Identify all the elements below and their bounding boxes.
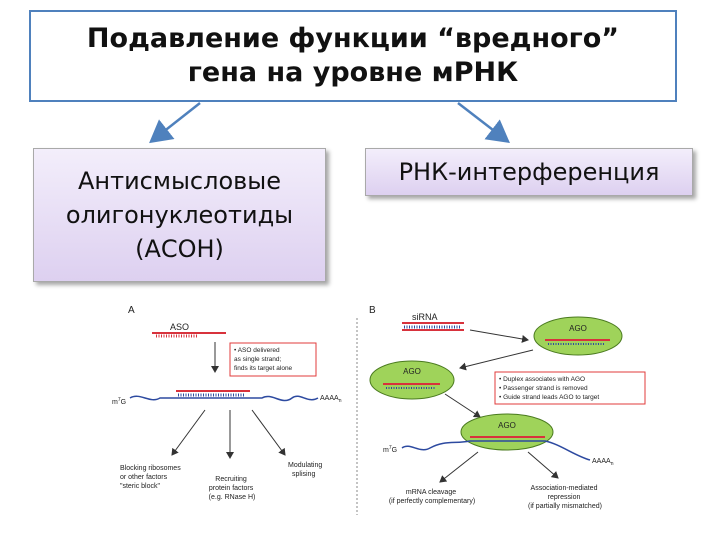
- aso-bound: [176, 391, 250, 395]
- polya-label-a: AAAAn: [320, 395, 342, 404]
- ago-label-1: AGO: [569, 324, 587, 333]
- aso-strand: [152, 333, 226, 336]
- ago-label-3: AGO: [498, 421, 516, 430]
- rnai-note: • Duplex associates with AGO • Passenger…: [499, 376, 599, 401]
- sirna-duplex: [402, 323, 464, 330]
- panel-b-letter: B: [369, 305, 376, 316]
- sirna-to-ago-arrow: [470, 330, 528, 340]
- panel-a-letter: A: [128, 305, 135, 316]
- ago-label-2: AGO: [403, 367, 421, 376]
- outcome-b2: Association-mediated repression (if part…: [528, 485, 602, 510]
- ago2-to-ago3-arrow: [445, 394, 480, 417]
- outcome-arrow-a1: [172, 410, 205, 455]
- mrna-strand-a: [130, 396, 318, 400]
- outcome-a1: Blocking ribosomes or other factors "ste…: [120, 465, 183, 490]
- ago-complex-1: [534, 317, 622, 355]
- cap-label-b: m7G: [383, 445, 397, 454]
- outcome-arrow-b1: [440, 452, 478, 482]
- cap-label-a: m7G: [112, 397, 126, 406]
- outcome-a3: Modulating splising: [288, 462, 324, 478]
- outcome-arrow-a3: [252, 410, 285, 455]
- outcome-b1: mRNA cleavage (if perfectly complementar…: [389, 489, 475, 505]
- ago1-to-ago2-arrow: [460, 350, 533, 368]
- aso-strand-label: ASO: [170, 322, 189, 332]
- outcome-arrow-b2: [528, 452, 558, 478]
- ago-complex-3: [461, 414, 553, 450]
- polya-label-b: AAAAn: [592, 458, 614, 467]
- sirna-label: siRNA: [412, 312, 438, 322]
- outcome-a2: Recruiting protein factors (e.g. RNase H…: [209, 476, 256, 501]
